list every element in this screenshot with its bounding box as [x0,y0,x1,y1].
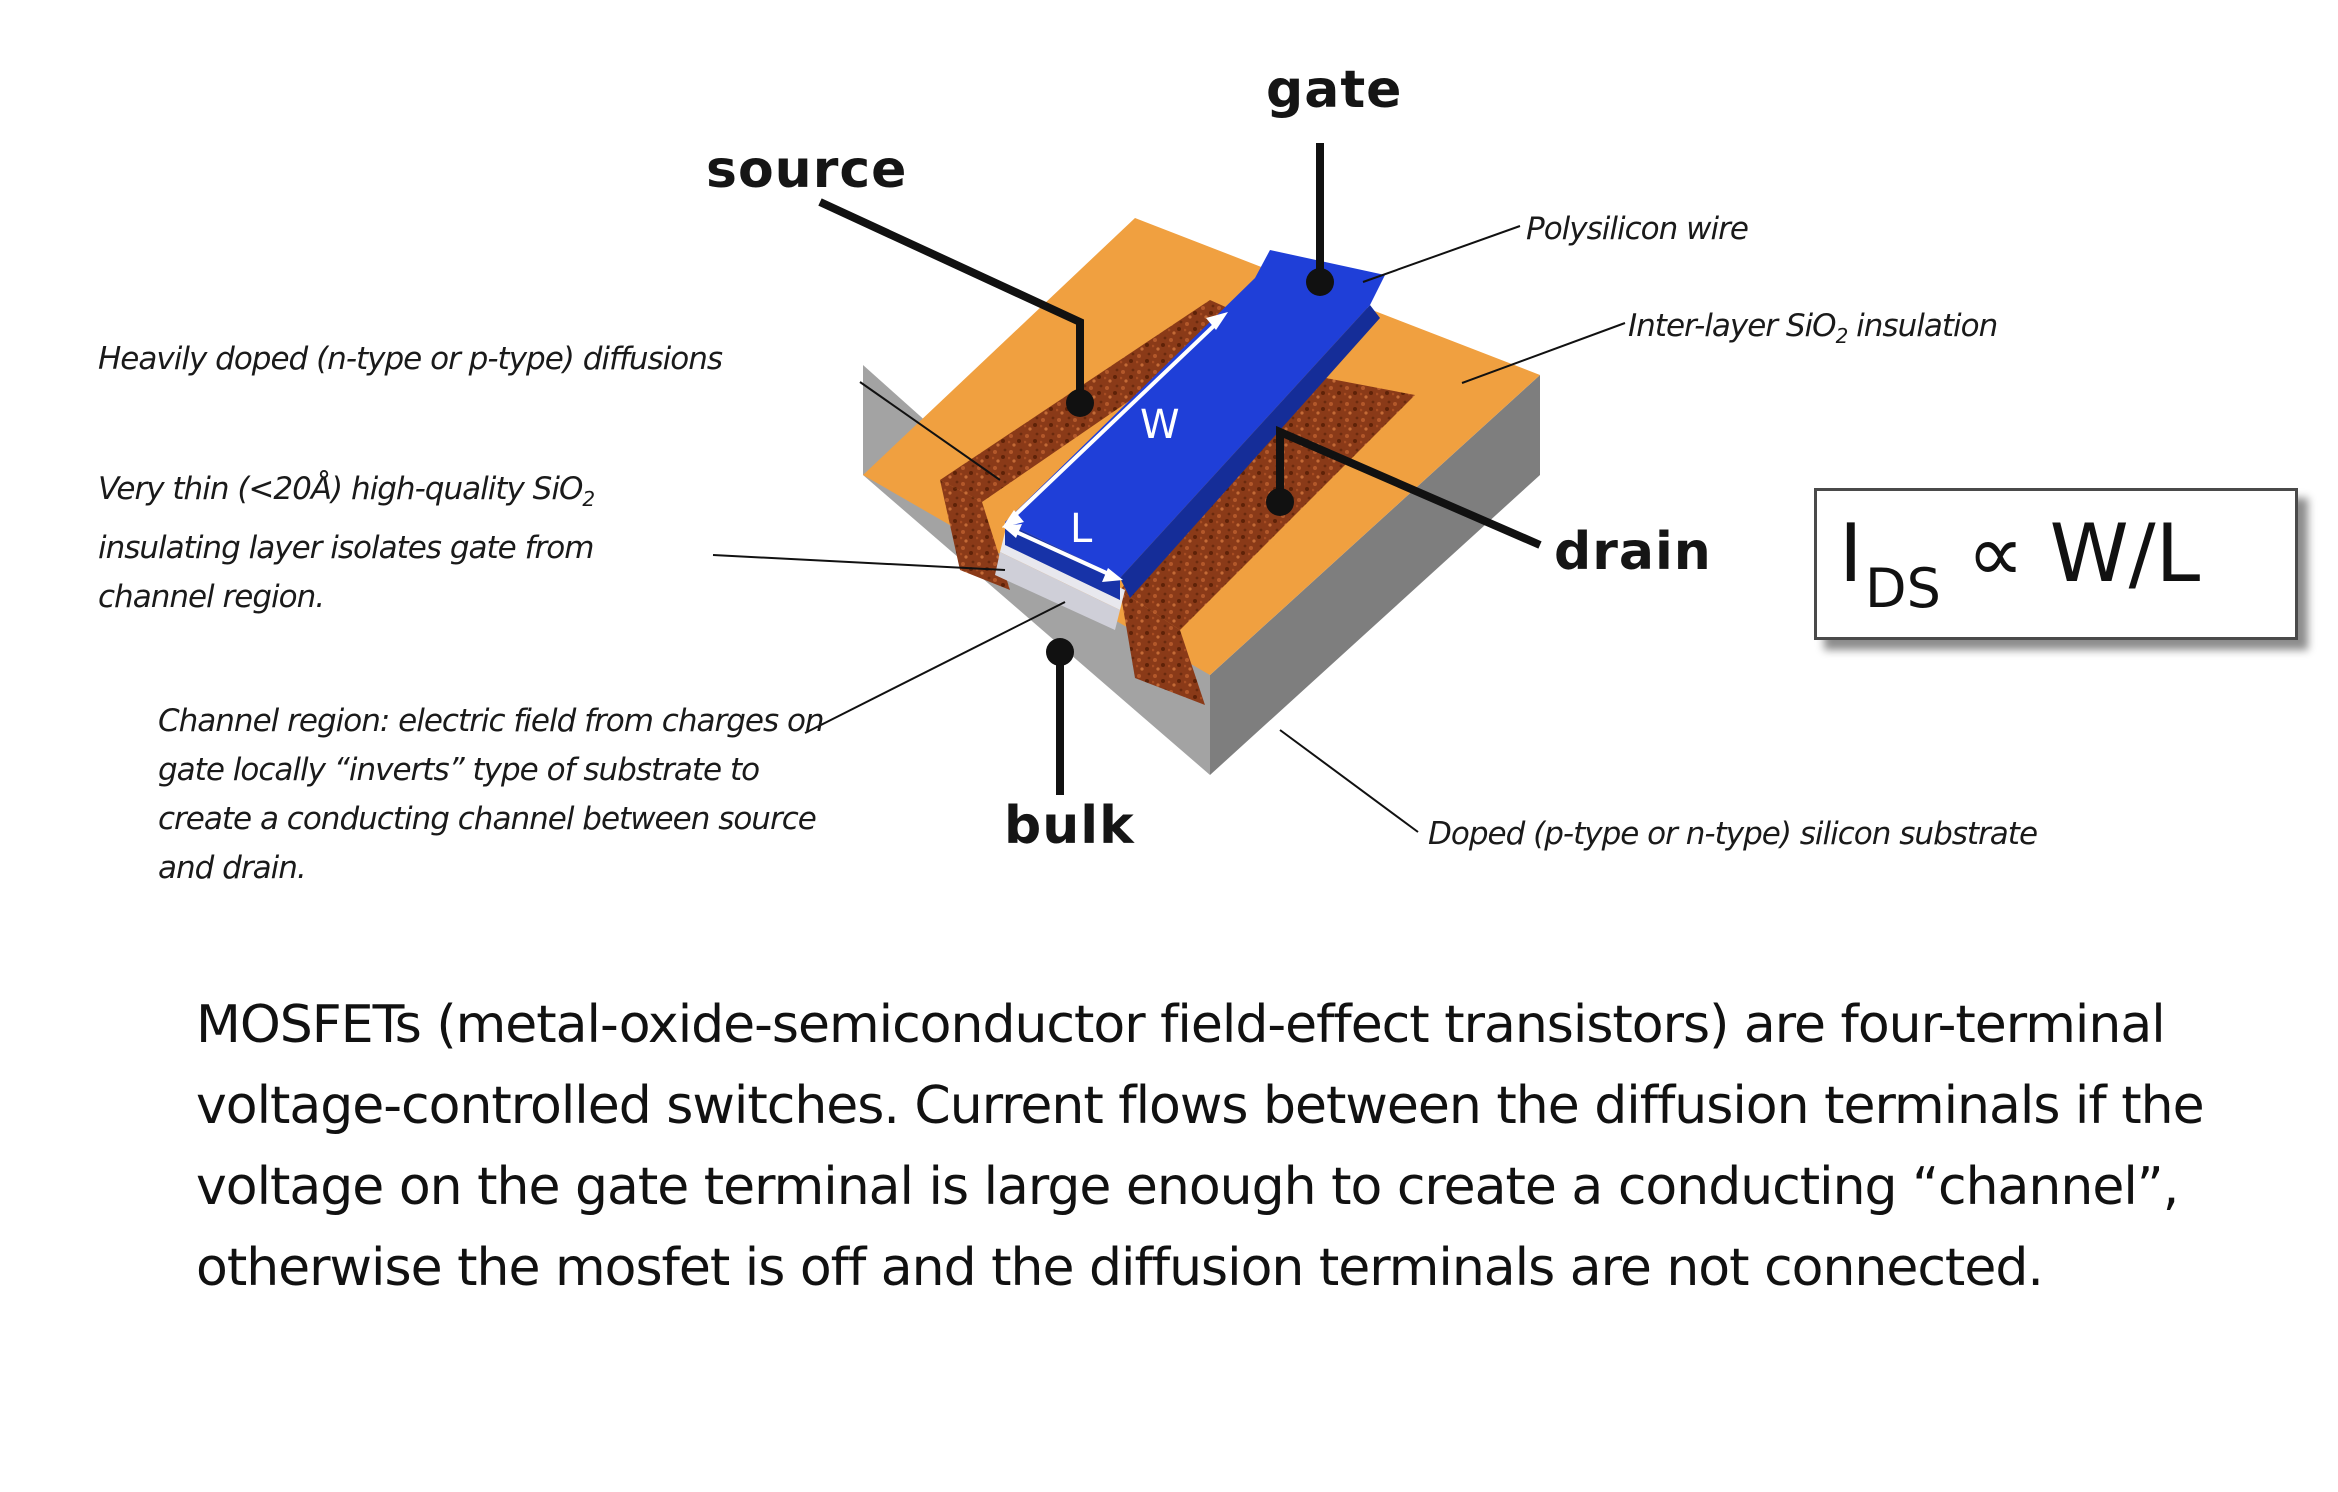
drain-lead [1276,425,1542,549]
interlayer-suffix: insulation [1847,308,1998,344]
gate-contact [1306,268,1334,296]
channel-line4: and drain. [158,850,307,886]
length-arrow-head-left [1002,524,1022,538]
drain-diffusion-side [1120,590,1205,705]
width-label: W [1140,402,1180,448]
diffusions-annotation: Heavily doped (n-type or p-type) diffusi… [98,341,723,377]
thin-oxide-line2: insulating layer isolates gate from [98,530,594,567]
formula-relation: ∝ W/L [1967,507,2201,600]
interlayer-text: Inter-layer SiO [1628,308,1837,344]
interlayer-pointer [1461,322,1626,384]
gate-label: gate [1266,60,1403,120]
diffusions-pointer [859,381,1001,481]
source-contact [1066,389,1094,417]
width-arrow [1008,318,1222,522]
bulk-contact [1046,638,1074,666]
drain-label: drain [1554,522,1712,582]
substrate-annotation: Doped (p-type or n-type) silicon substra… [1428,816,2038,852]
channel-line2: gate locally “inverts” type of substrate… [158,752,760,788]
source-label: source [706,140,908,200]
length-arrow [1011,528,1114,578]
width-arrow-head-bottom [1002,510,1024,528]
channel-annotation: Channel region: electric field from char… [158,697,825,893]
interlayer-annotation: Inter-layer SiO2 insulation [1628,302,1998,361]
substrate-right-face [1210,375,1540,775]
thin-oxide-line1-text: Very thin (<20Å) high-quality SiO [98,471,583,507]
channel-line1: Channel region: electric field from char… [158,703,825,739]
formula-box: I DS ∝ W/L [1814,488,2298,640]
channel-pointer [804,601,1066,734]
polysilicon-pointer [1362,225,1521,283]
width-arrow-head-top [1206,312,1228,330]
gate-poly-top [1005,250,1385,578]
length-label: L [1070,506,1093,552]
bulk-label: bulk [1004,796,1135,856]
drain-contact [1266,488,1294,516]
source-lead [818,198,1084,403]
length-arrow-head-right [1102,568,1123,582]
formula-subscript: DS [1865,557,1941,620]
polysilicon-annotation: Polysilicon wire [1526,211,1749,247]
source-diffusion-side [940,480,1010,590]
formula-current: I [1839,507,1863,600]
channel-line3: create a conducting channel between sour… [158,801,817,837]
source-diffusion [940,300,1250,502]
mosfet-diagram [712,143,1626,833]
interlayer-subscript: 2 [1835,324,1849,349]
thin-oxide-line1: Very thin (<20Å) high-quality SiO2 [98,465,595,524]
thin-oxide-pointer [712,554,1006,571]
thin-oxide-line3: channel region. [98,579,325,616]
channel-region [995,552,1120,630]
gate-poly-right [1120,305,1380,598]
thin-oxide-annotation: Very thin (<20Å) high-quality SiO2 insul… [98,465,595,622]
thin-oxide-subscript: 2 [582,487,595,512]
description-paragraph: MOSFETs (metal-oxide-semiconductor field… [196,995,2205,1298]
substrate-pointer [1279,729,1419,833]
